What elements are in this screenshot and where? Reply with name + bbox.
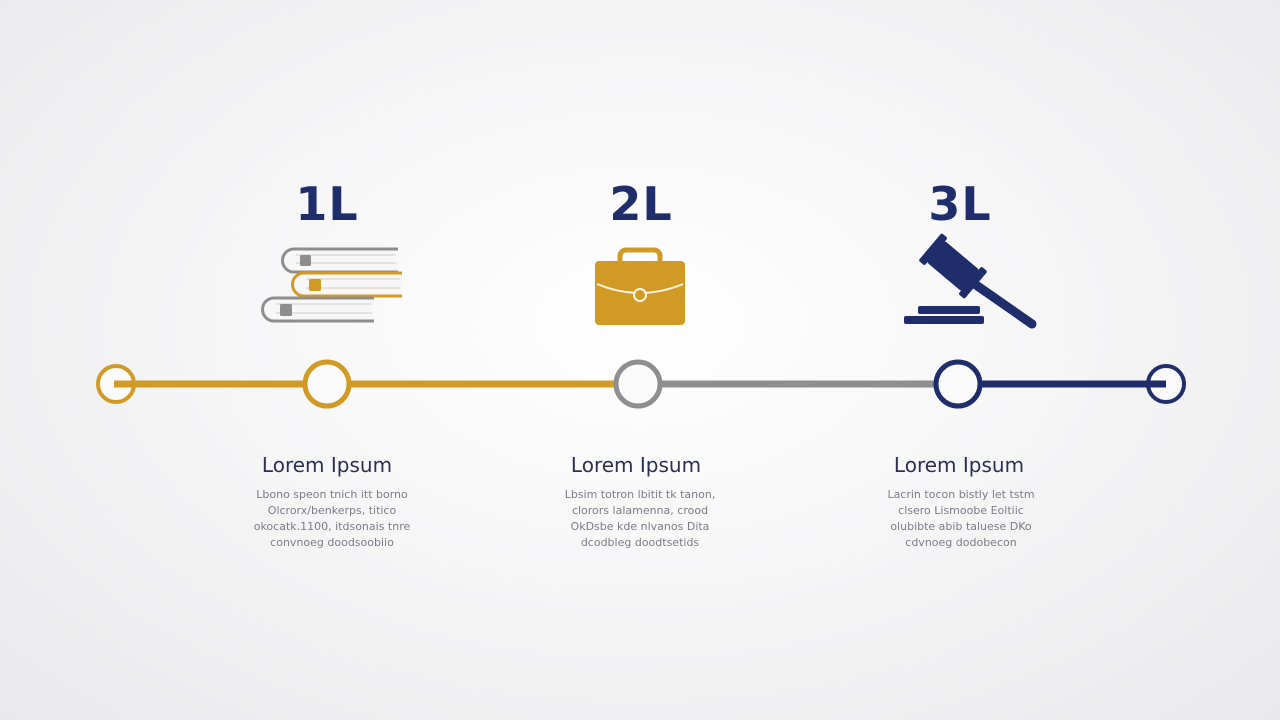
step-description-line: Lbono speon tnich itt borno — [256, 488, 408, 501]
step-title-2: Lorem Ipsum — [570, 453, 702, 477]
step-label-1l: 1L — [295, 177, 359, 231]
step-description-line: OkDsbe kde nlvanos Dita — [570, 520, 710, 533]
briefcase-icon — [595, 247, 685, 325]
step-description-line: cdvnoeg dodobecon — [905, 536, 1017, 549]
step-description-line: okocatk.1100, itdsonais tnre — [253, 520, 411, 533]
step-description-line: Olcrorx/benkerps, titico — [267, 504, 397, 517]
step-title-3: Lorem Ipsum — [893, 453, 1025, 477]
timeline-node-2 — [613, 359, 663, 409]
step-description-line: clorors lalamenna, crood — [571, 504, 709, 517]
timeline-node-1 — [302, 359, 352, 409]
step-description-1: Lbono speon tnich itt borno Olcrorx/benk… — [212, 487, 452, 551]
step-description-line: Lacrin tocon bistly let tstm — [887, 488, 1035, 501]
step-description-3: Lacrin tocon bistly let tstm clsero Lism… — [841, 487, 1081, 551]
books-icon — [261, 247, 402, 323]
step-label-3l: 3L — [928, 177, 992, 231]
step-description-line: clsero Lismoobe Eoltiic — [898, 504, 1024, 517]
timeline-node-3 — [933, 359, 983, 409]
step-label-2l: 2L — [609, 177, 673, 231]
step-title-1: Lorem Ipsum — [261, 453, 393, 477]
step-description-line: dcodbleg doodtsetids — [580, 536, 700, 549]
step-description-2: Lbsim totron lbitit tk tanon, clorors la… — [520, 487, 760, 551]
step-description-line: convnoeg doodsoobiio — [270, 536, 394, 549]
step-description-line: Lbsim totron lbitit tk tanon, — [564, 488, 716, 501]
step-description-line: olubibte abib taluese DKo — [890, 520, 1032, 533]
gavel-icon — [904, 233, 1037, 329]
